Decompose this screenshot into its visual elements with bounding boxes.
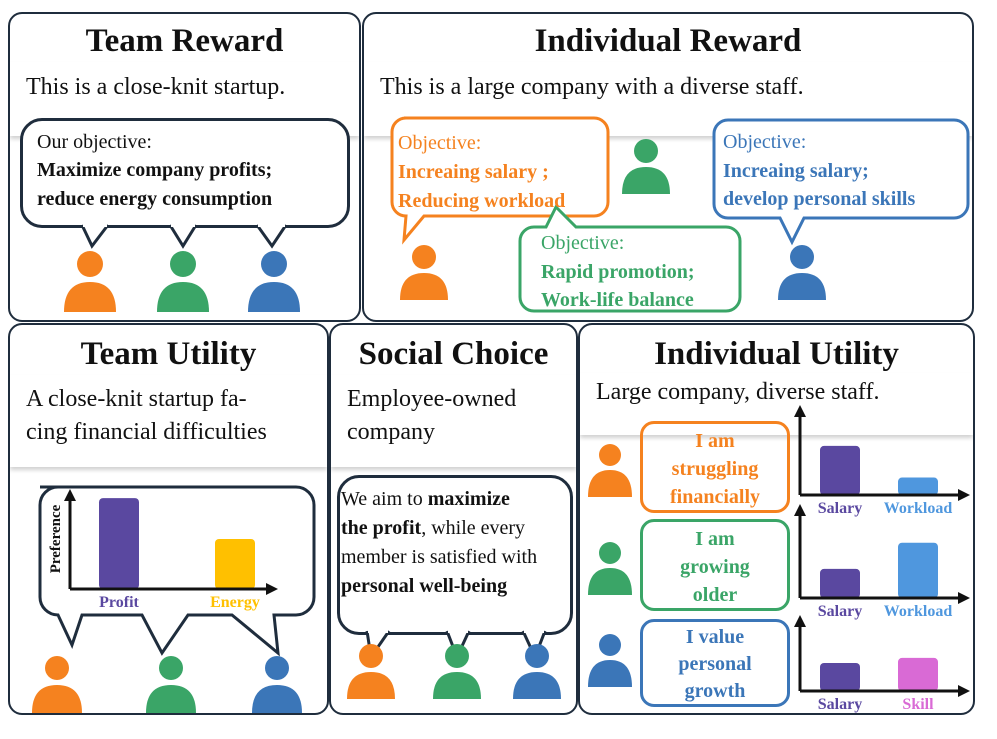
bar-salary — [820, 445, 860, 495]
bar-skill — [898, 657, 938, 691]
utility-statement-2-line3: older — [692, 584, 738, 606]
utility-statement-3: I value personal growth — [640, 619, 790, 707]
bar-energy — [215, 539, 255, 589]
team-utility-chart: Profit Energy Preference — [48, 489, 278, 611]
person-icon — [347, 644, 395, 699]
team-utility-subtitle-line1: A close-knit startup fa- — [26, 386, 247, 412]
team-utility-title: Team Utility — [80, 336, 257, 372]
social-choice-text-d: , while every — [421, 517, 526, 539]
team-reward-subtitle-text: This is a close-knit startup. — [26, 74, 286, 100]
tick-label-workload: Workload — [884, 500, 953, 517]
social-choice-title: Social Choice — [358, 336, 549, 372]
utility-statement-2: I am growing older — [640, 519, 790, 611]
person-icon — [513, 644, 561, 699]
utility-statement-2-line2: growing — [680, 556, 750, 578]
person-icon — [146, 656, 196, 713]
team-reward-panel: Team Reward This is a close-knit startup… — [8, 12, 361, 322]
person-icon — [252, 656, 302, 713]
person-icon — [248, 251, 300, 312]
utility-chart-2: Salary Workload — [794, 504, 970, 620]
tick-label-workload: Workload — [884, 603, 953, 620]
individual-reward-bubbles — [390, 116, 970, 313]
utility-statement-3-line2: personal — [678, 653, 752, 675]
tick-label-salary: Salary — [818, 696, 862, 713]
social-choice-subtitle-line2: company — [347, 419, 435, 445]
social-choice-panel: Social Choice Employee-owned company We … — [329, 323, 578, 715]
social-choice-subtitle: Employee-owned company — [331, 375, 576, 467]
y-axis-label: Preference — [48, 504, 64, 573]
blue-objective-line1: Increaing salary; — [723, 160, 869, 182]
social-choice-text-b: maximize — [427, 488, 510, 510]
blue-objective-label: Objective: — [723, 131, 807, 153]
person-icon — [32, 656, 82, 713]
social-choice-text-f: personal well-being — [341, 575, 508, 597]
utility-statement-3-line3: growth — [684, 680, 746, 702]
team-utility-subtitle-line2: cing financial difficulties — [26, 419, 267, 445]
team-reward-objective-line1: Maximize company profits; — [37, 159, 273, 181]
utility-statement-2-line1: I am — [695, 528, 735, 550]
person-icon — [778, 245, 826, 300]
bar-salary — [820, 663, 860, 691]
x-axis-arrow — [266, 583, 278, 595]
social-choice-text: We aim to maximize the profit, while eve… — [341, 485, 573, 601]
team-utility-subtitle: A close-knit startup fa- cing financial … — [10, 375, 327, 467]
person-icon — [622, 139, 670, 194]
green-objective-line2: Work-life balance — [541, 289, 694, 311]
y-axis-arrow — [794, 405, 806, 417]
person-icon — [64, 251, 116, 312]
team-reward-objective-label: Our objective: — [37, 131, 152, 153]
individual-utility-subtitle-text: Large company, diverse staff. — [596, 379, 880, 405]
tick-label-salary: Salary — [818, 603, 862, 620]
individual-utility-panel: Individual Utility Large company, divers… — [578, 323, 975, 715]
social-choice-text-a: We aim to — [341, 488, 428, 510]
individual-reward-subtitle-text: This is a large company with a diverse s… — [380, 74, 804, 100]
green-objective-line1: Rapid promotion; — [541, 261, 695, 283]
individual-utility-title: Individual Utility — [654, 336, 899, 372]
utility-statement-1-line1: I am — [695, 430, 735, 452]
social-choice-text-c: the profit — [341, 517, 422, 539]
social-choice-bubble — [337, 475, 573, 635]
tick-label-profit: Profit — [99, 594, 139, 611]
social-choice-subtitle-line1: Employee-owned — [347, 386, 517, 412]
individual-reward-panel: Individual Reward This is a large compan… — [362, 12, 974, 322]
blue-objective-line2: develop personal skills — [723, 188, 916, 210]
tick-label-salary: Salary — [818, 500, 862, 517]
bar-profit — [99, 498, 139, 589]
utility-statement-1-line2: struggling — [671, 458, 759, 480]
tick-label-energy: Energy — [210, 594, 260, 611]
person-icon — [588, 444, 632, 497]
person-icon — [433, 644, 481, 699]
person-icon — [588, 542, 632, 595]
orange-objective-label: Objective: — [398, 132, 482, 154]
utility-statement-1-line3: financially — [669, 486, 760, 508]
bar-salary — [820, 568, 860, 598]
y-axis-arrow — [794, 504, 806, 516]
orange-objective-line1: Increaing salary ; — [398, 161, 549, 183]
team-reward-bubble-tails — [80, 221, 288, 249]
team-reward-objective-line2: reduce energy consumption — [37, 188, 273, 210]
social-choice-text-e: member is satisfied with — [341, 546, 538, 568]
y-axis-arrow — [64, 489, 76, 501]
utility-statement-1: I am struggling financially — [640, 421, 790, 513]
x-axis-arrow — [958, 592, 970, 604]
team-utility-panel: Team Utility A close-knit startup fa- ci… — [8, 323, 329, 715]
bar-workload — [898, 542, 938, 598]
bar-workload — [898, 477, 938, 495]
x-axis-arrow — [958, 489, 970, 501]
utility-statement-3-line1: I value — [685, 626, 745, 648]
utility-chart-3: Salary Skill — [794, 615, 970, 713]
green-objective-label: Objective: — [541, 232, 625, 254]
y-axis-arrow — [794, 615, 806, 627]
person-icon — [400, 245, 448, 300]
person-icon — [157, 251, 209, 312]
individual-reward-title: Individual Reward — [534, 23, 802, 59]
x-axis-arrow — [958, 685, 970, 697]
utility-chart-1: Salary Workload — [794, 405, 970, 517]
tick-label-skill: Skill — [902, 696, 934, 713]
team-reward-title: Team Reward — [85, 23, 284, 59]
person-icon — [588, 634, 632, 687]
orange-objective-line2: Reducing workload — [398, 190, 566, 212]
